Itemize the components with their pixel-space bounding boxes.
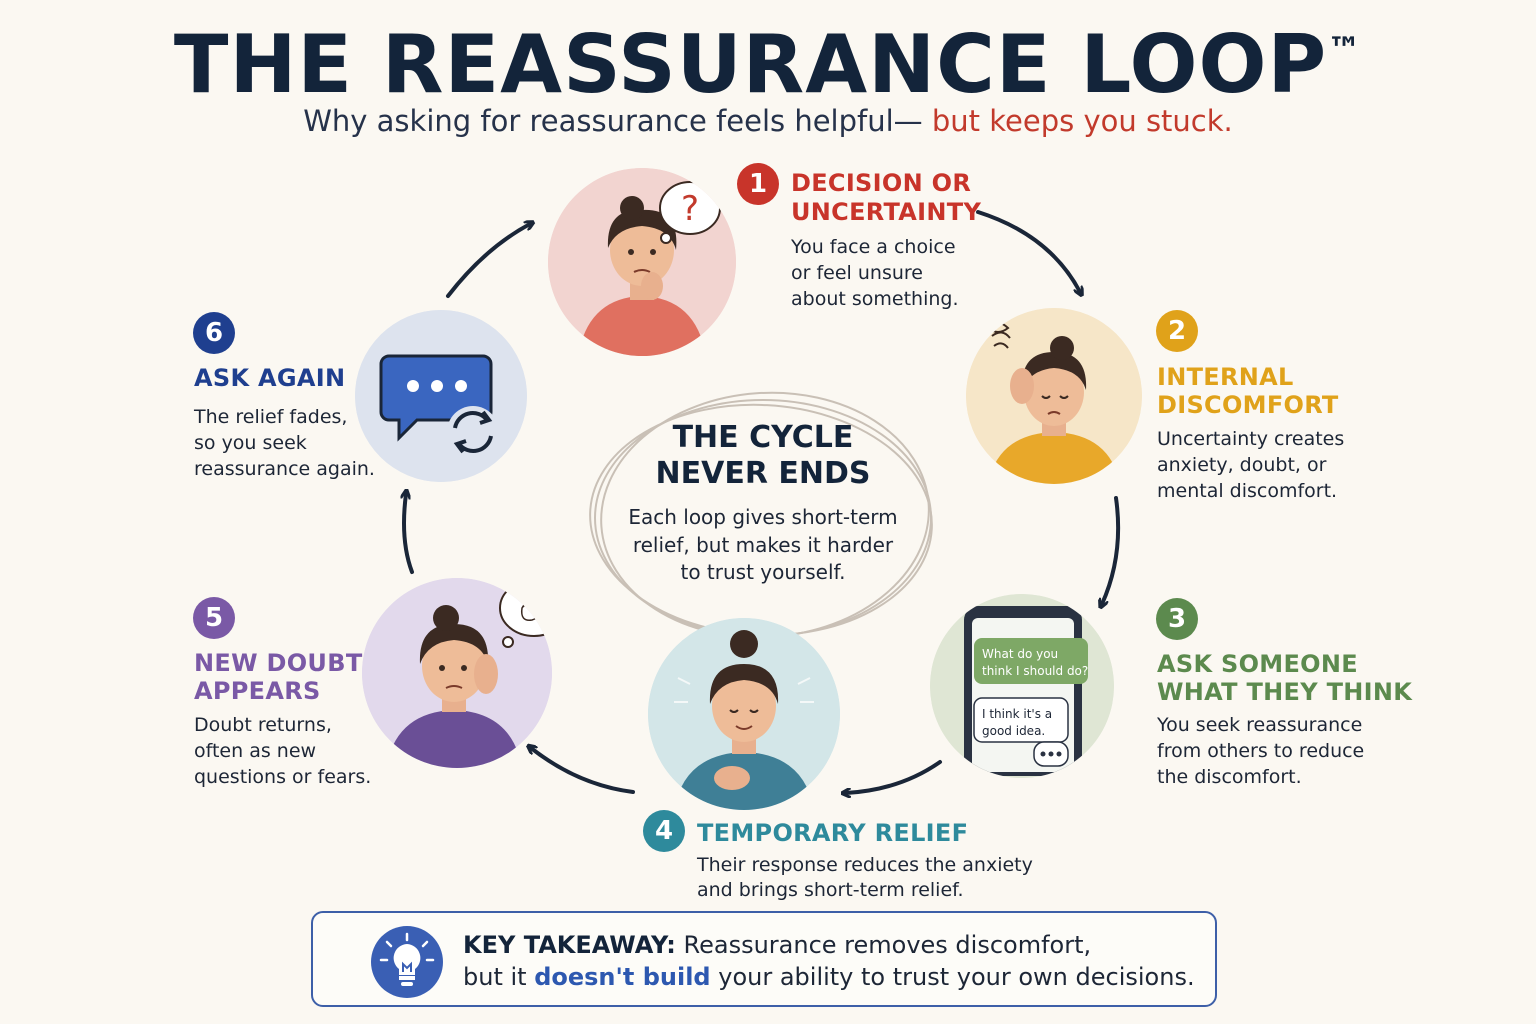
page-subtitle: Why asking for reassurance feels helpful… <box>0 104 1536 138</box>
title-text: THE REASSURANCE LOOP <box>173 18 1328 111</box>
step-3-desc-line1: You seek reassurance <box>1157 714 1363 736</box>
step-6-desc-line2: so you seek <box>194 432 307 454</box>
takeaway-line2-post: your ability to trust your own decisions… <box>718 963 1195 991</box>
step-6-illustration <box>355 310 527 482</box>
arrow-1-to-2 <box>976 210 1080 292</box>
step-4-badge: 4 <box>643 810 685 852</box>
arrow-5-to-6 <box>404 494 414 574</box>
step-2-title-line1: INTERNAL <box>1157 363 1294 391</box>
step-1-desc-line2: or feel unsure <box>791 262 923 284</box>
step-6-title-line1: ASK AGAIN <box>194 364 346 392</box>
subtitle-main: Why asking for reassurance feels helpful… <box>303 104 923 138</box>
step-5-title-line1: NEW DOUBT <box>194 649 363 677</box>
step-6-desc-line3: reassurance again. <box>194 458 375 480</box>
step-4-desc-line2: and brings short-term relief. <box>697 879 964 901</box>
step-1-badge: 1 <box>737 163 779 205</box>
step-1-desc-line3: about something. <box>791 288 959 310</box>
step-2-badge: 2 <box>1156 310 1198 352</box>
step-3-title-line1: ASK SOMEONE <box>1157 650 1358 678</box>
arrow-2-to-3 <box>1102 496 1121 604</box>
step-2-desc-line2: anxiety, doubt, or <box>1157 454 1327 476</box>
step-5-badge: 5 <box>193 597 235 639</box>
chat-refresh-icon <box>355 310 527 482</box>
step-1-title-line1: DECISION OR <box>791 169 972 197</box>
step-5-illustration <box>362 578 552 768</box>
step-5-desc-line1: Doubt returns, <box>194 714 332 736</box>
step-5-desc-line2: often as new <box>194 740 317 762</box>
step-4-title-line1: TEMPORARY RELIEF <box>697 819 969 847</box>
step-5-desc-line3: questions or fears. <box>194 766 372 788</box>
step-3-desc-line2: from others to reduce <box>1157 740 1365 762</box>
lightbulb-icon <box>371 926 443 998</box>
step-4-desc-line1: Their response reduces the anxiety <box>697 854 1033 876</box>
bubble-question-line1: What do you <box>982 647 1058 661</box>
center-desc-line2: relief, but makes it harder <box>632 532 894 557</box>
bubble-answer-line1: I think it's a <box>982 707 1052 721</box>
center-description: Each loop gives short-term relief, but m… <box>613 504 913 587</box>
arrow-4-to-5 <box>531 748 635 794</box>
takeaway-label: KEY TAKEAWAY: <box>463 931 676 959</box>
trademark: ™ <box>1327 30 1363 70</box>
step-2-desc-line1: Uncertainty creates <box>1157 428 1345 450</box>
step-1-title-line2: UNCERTAINTY <box>791 198 982 226</box>
step-6-desc-line1: The relief fades, <box>194 406 348 428</box>
step-1-illustration: ? <box>548 168 736 356</box>
step-1-desc-line1: You face a choice <box>791 236 956 258</box>
subtitle-accent: but keeps you stuck. <box>931 104 1233 138</box>
center-desc-line1: Each loop gives short-term <box>628 505 898 529</box>
step-3-illustration: What do you think I should do? I think i… <box>930 594 1114 778</box>
center-desc-line3: to trust yourself. <box>680 560 846 584</box>
step-2-title-line2: DISCOMFORT <box>1157 391 1339 419</box>
step-3-badge: 3 <box>1156 598 1198 640</box>
step-2-desc-line3: mental discomfort. <box>1157 480 1338 502</box>
takeaway-text: KEY TAKEAWAY: Reassurance removes discom… <box>463 929 1195 993</box>
takeaway-line2-emph: doesn't build <box>534 963 711 991</box>
step-3-title-line2: WHAT THEY THINK <box>1157 678 1413 706</box>
bubble-answer-line2: good idea. <box>982 724 1045 738</box>
center-title-line2: NEVER ENDS <box>655 456 871 491</box>
takeaway-line2-pre: but it <box>463 963 527 991</box>
step-3-desc-line3: the discomfort. <box>1157 766 1302 788</box>
step-2-illustration <box>966 308 1142 484</box>
takeaway-line1: Reassurance removes discomfort, <box>683 931 1092 959</box>
step-5-title-line2: APPEARS <box>194 677 321 705</box>
step-4-illustration <box>648 618 840 810</box>
question-mark: ? <box>681 189 699 229</box>
step-6-badge: 6 <box>193 312 235 354</box>
arrow-3-to-4 <box>846 760 942 793</box>
bubble-question-line2: think I should do? <box>982 664 1088 678</box>
center-title: THE CYCLE NEVER ENDS <box>613 420 913 492</box>
center-title-line1: THE CYCLE <box>672 420 854 455</box>
page-title: THE REASSURANCE LOOP™ <box>0 18 1536 111</box>
arrow-6-to-1 <box>446 224 530 298</box>
key-takeaway-box: KEY TAKEAWAY: Reassurance removes discom… <box>311 911 1217 1007</box>
